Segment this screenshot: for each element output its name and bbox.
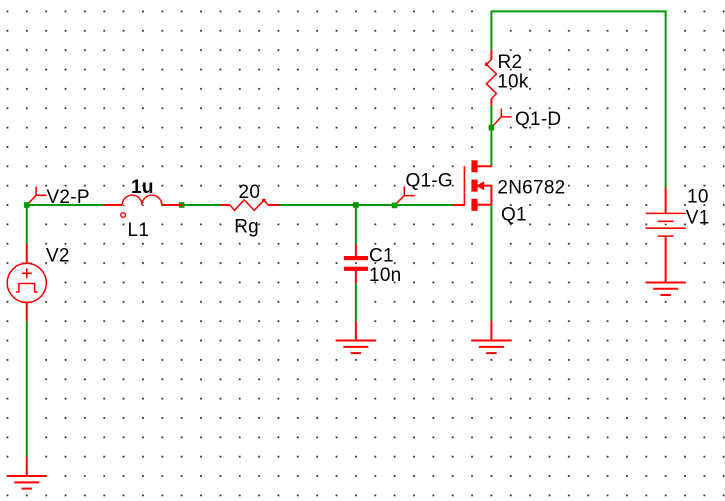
svg-text:V2: V2 (46, 246, 70, 267)
svg-text:Q1-D: Q1-D (515, 109, 561, 130)
svg-text:R2: R2 (498, 52, 523, 73)
svg-text:V1: V1 (686, 207, 710, 228)
svg-text:10: 10 (687, 186, 709, 207)
svg-text:L1: L1 (128, 220, 150, 241)
svg-text:10k: 10k (497, 72, 529, 93)
svg-text:Rg: Rg (234, 217, 259, 238)
svg-text:V2-P: V2-P (47, 187, 90, 208)
svg-text:2N6782: 2N6782 (497, 177, 565, 198)
svg-text:Q1: Q1 (501, 205, 527, 226)
svg-text:1u: 1u (131, 177, 154, 198)
svg-text:10n: 10n (369, 265, 401, 286)
svg-text:20: 20 (239, 182, 261, 203)
svg-text:Q1-G: Q1-G (406, 170, 453, 191)
svg-text:C1: C1 (369, 245, 394, 266)
